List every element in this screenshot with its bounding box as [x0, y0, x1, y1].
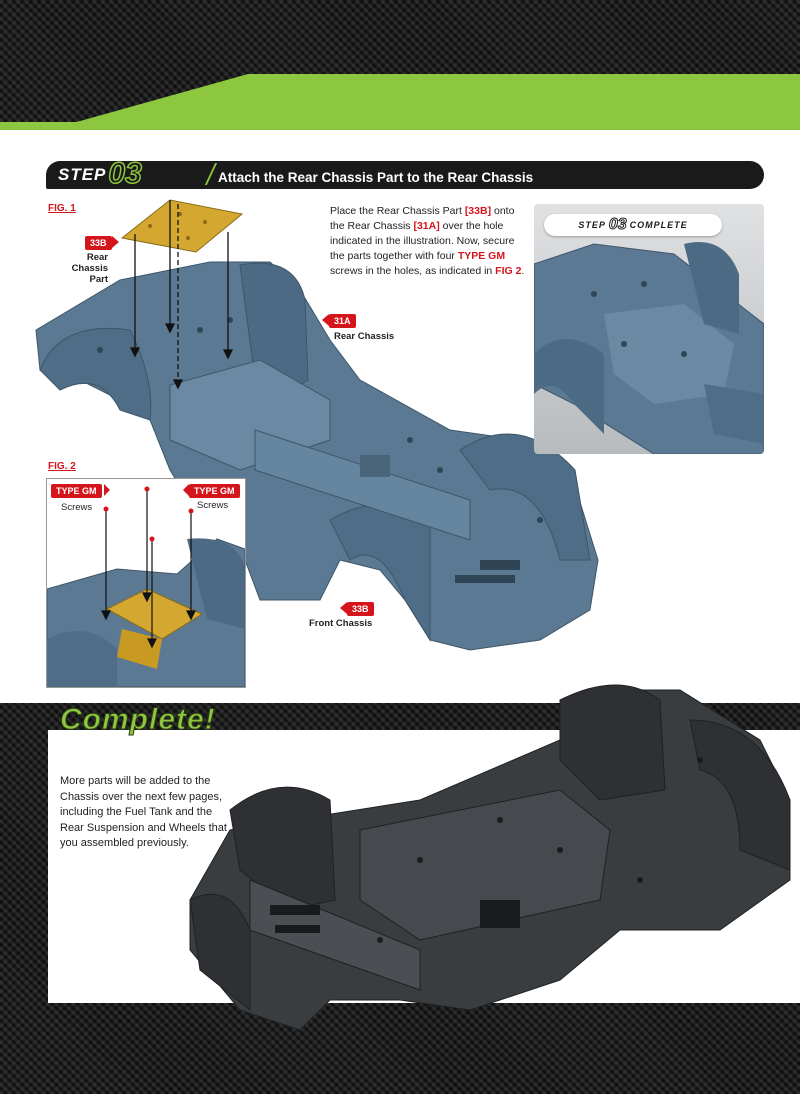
fig2-left-screws-caption: Screws: [61, 502, 93, 513]
part-33b-tag: 33B: [85, 236, 112, 250]
instr-ref-31a: [31A]: [413, 220, 440, 232]
step-complete-photo: [534, 204, 764, 454]
step-complete-badge: STEP 03 COMPLETE: [544, 214, 722, 236]
fig2-right-screws-caption: Screws: [197, 500, 229, 511]
front-33b-tag-arrow: [340, 602, 347, 614]
part-33b-tag-arrow: [112, 236, 119, 248]
step-title: Attach the Rear Chassis Part to the Rear…: [218, 170, 534, 185]
part-33b-caption: Rear Chassis Part: [52, 252, 108, 285]
complete-subheading: Front and Rear Chassis: [60, 742, 240, 759]
chassis-31a-tag: 31A: [329, 314, 356, 328]
chassis-31a-caption: Rear Chassis: [334, 331, 395, 342]
step-header-bar: [46, 161, 764, 189]
instr-ref-33b: [33B]: [464, 205, 492, 217]
step-word: STEP: [58, 165, 107, 184]
part-33b-caption-line2: Part: [89, 274, 108, 285]
instructions-text: Place the Rear Chassis Part [33B] onto t…: [330, 204, 530, 279]
fig2-left-type-gm-tag: TYPE GM: [51, 484, 102, 498]
instr-ref-fig2: FIG 2: [495, 265, 522, 277]
instr-text-3: over the hole indicated in the illustrat…: [330, 220, 515, 262]
fig2-left-tag-arrow: [104, 484, 110, 496]
step-number: 03: [108, 156, 143, 191]
step-complete-chassis-image: [534, 242, 764, 454]
fig2-panel: TYPE GM Screws TYPE GM Screws: [46, 478, 246, 688]
header-green-stripe-base: [0, 122, 800, 130]
instr-ref-type-gm: TYPE GM: [457, 250, 506, 262]
fig2-illustration: [47, 486, 245, 687]
instr-text-4: screws in the holes, as indicated in: [330, 265, 496, 277]
fig1-label: FIG. 1: [48, 203, 76, 214]
fig2-label: FIG. 2: [48, 461, 76, 472]
part-33b-caption-line1: Rear Chassis: [71, 252, 108, 274]
step-complete-word2: COMPLETE: [629, 220, 688, 230]
complete-description: More parts will be added to the Chassis …: [60, 775, 227, 849]
chassis-31a-tag-arrow: [322, 314, 329, 326]
instr-text-2: onto the Rear Chassis: [330, 205, 515, 232]
fig2-right-tag-arrow: [183, 484, 189, 496]
step-badge: STEP 03: [58, 156, 143, 191]
complete-heading: Complete!: [60, 703, 216, 737]
front-chassis-caption: Front Chassis: [309, 618, 373, 629]
instr-text-1: Place the Rear Chassis Part: [330, 205, 465, 217]
front-33b-tag: 33B: [347, 602, 374, 616]
rear-chassis-part-gold: [120, 199, 244, 253]
step-complete-word1: STEP: [578, 220, 606, 230]
instr-text-5: .: [521, 265, 525, 277]
step-complete-number: 03: [608, 216, 627, 234]
fig2-right-type-gm-tag: TYPE GM: [189, 484, 240, 498]
